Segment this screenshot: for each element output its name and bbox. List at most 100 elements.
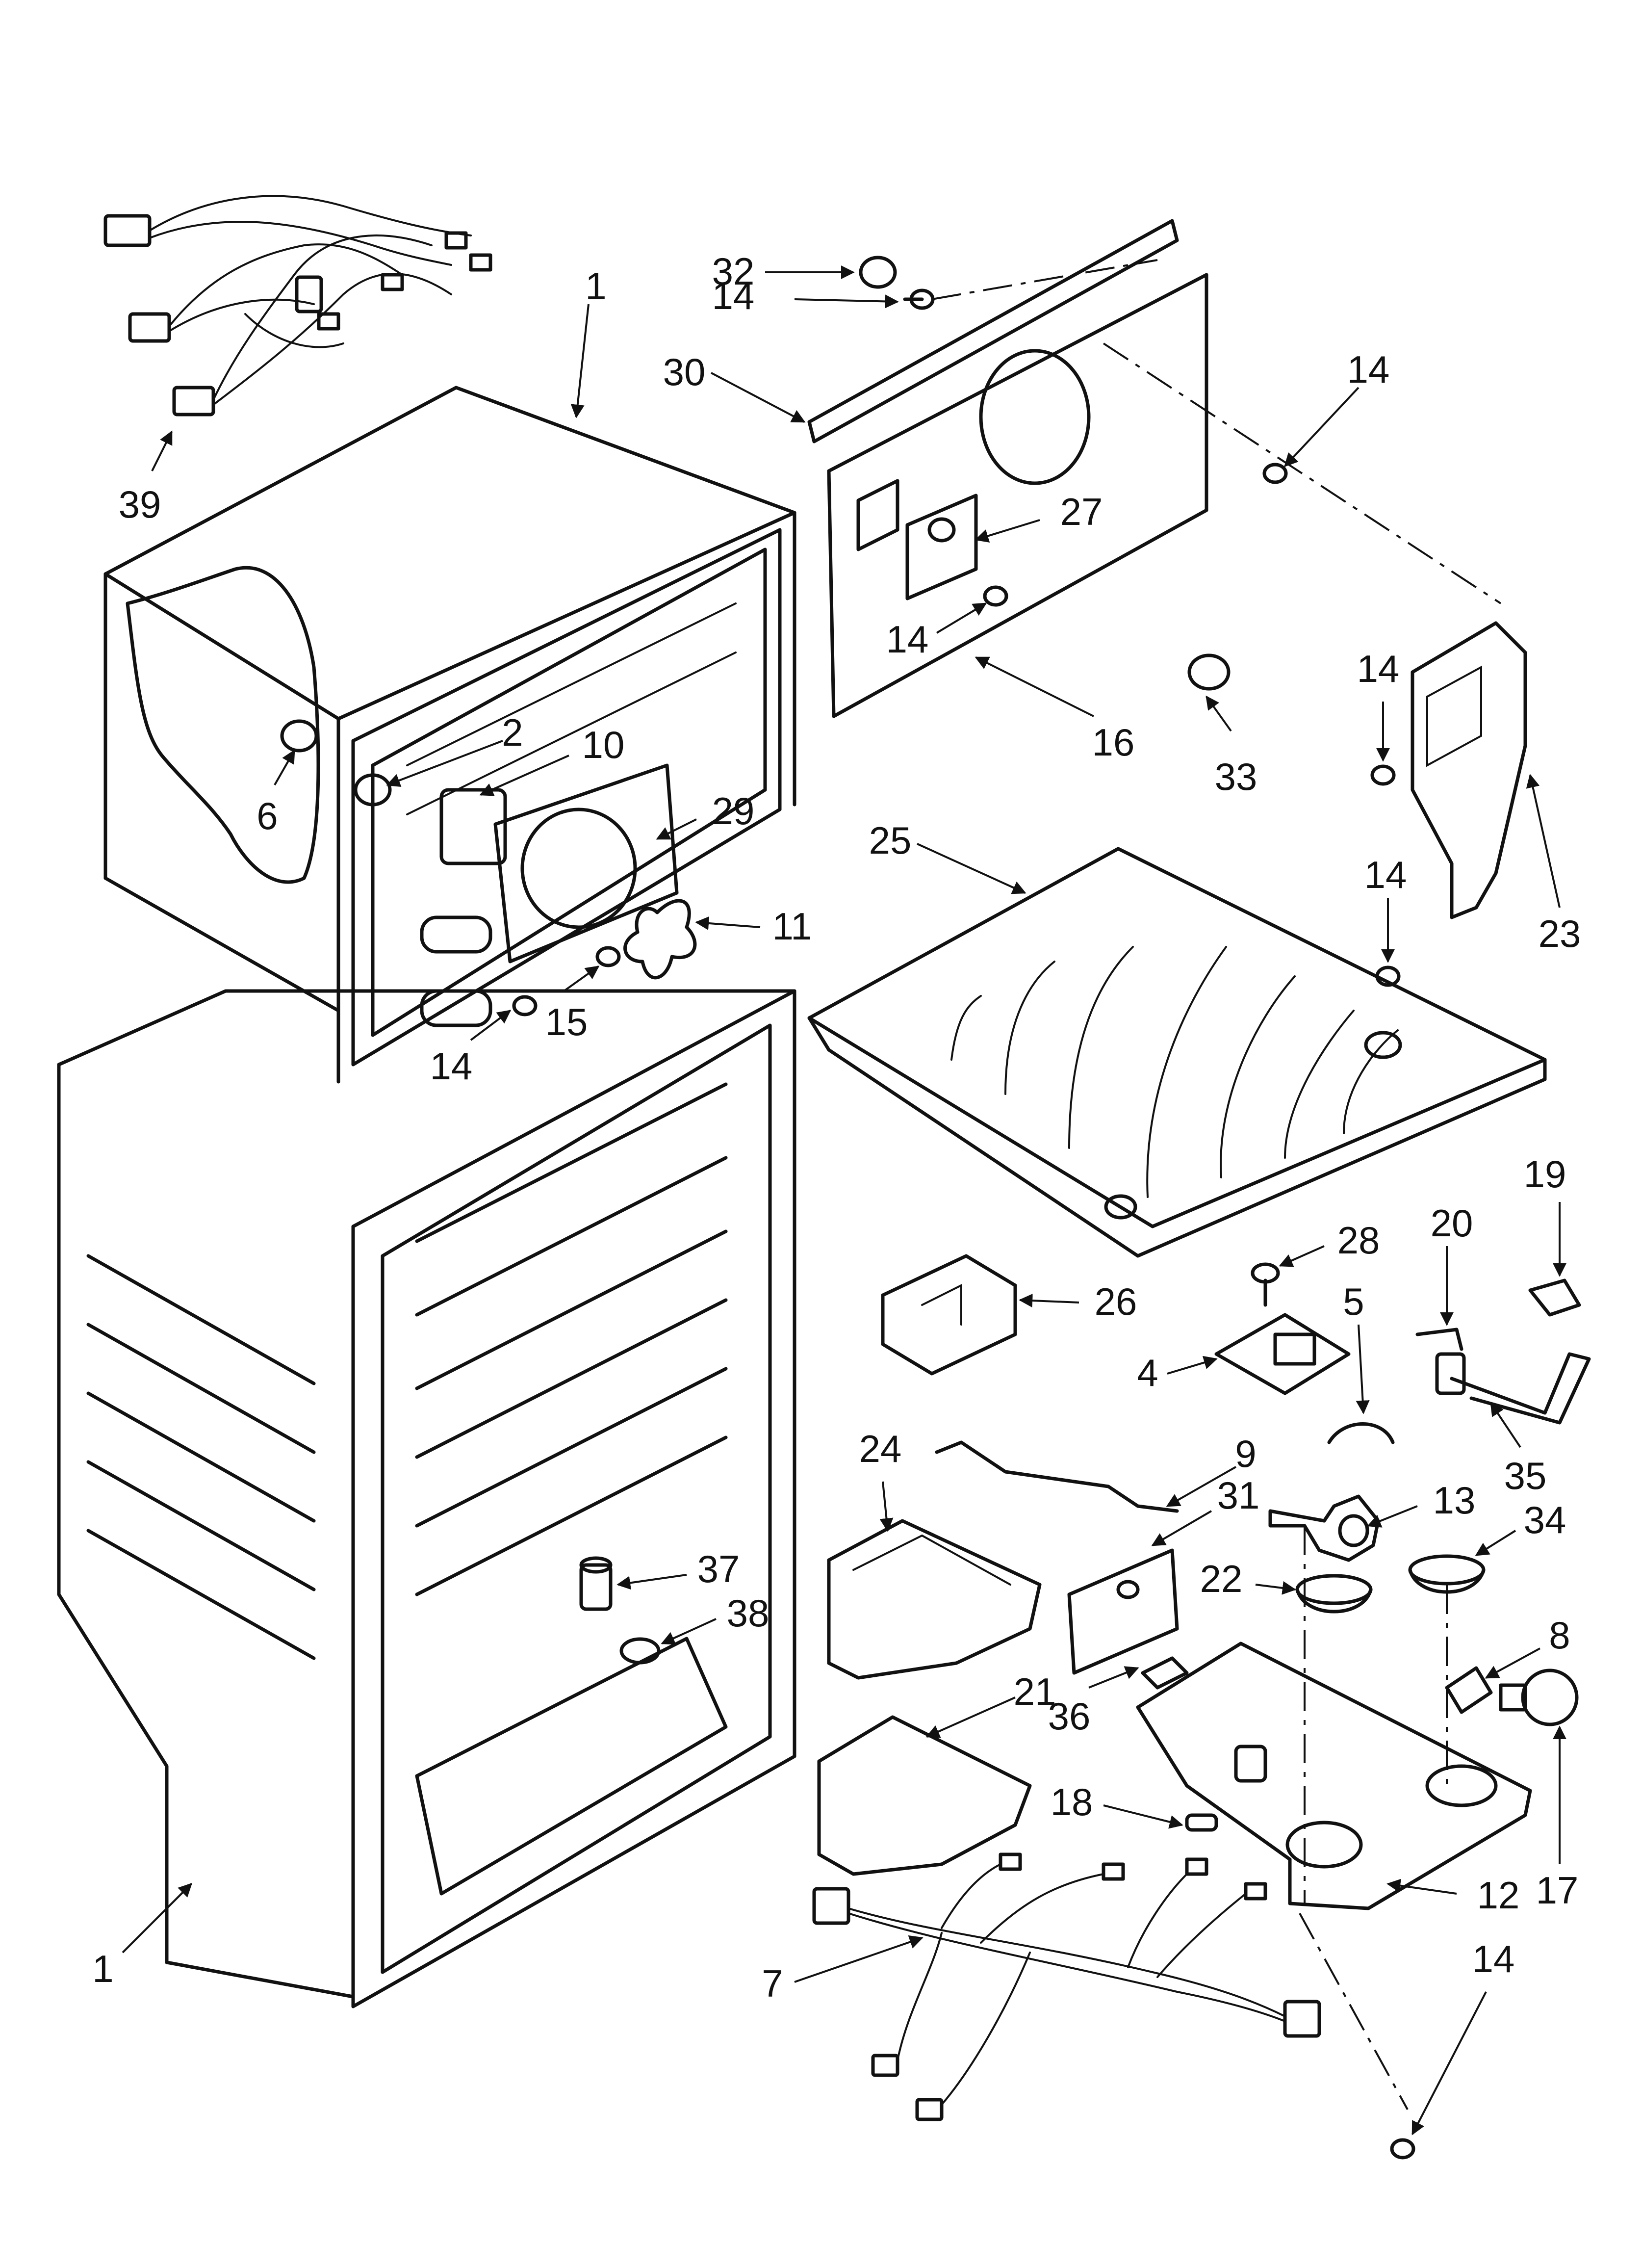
mounting-plate (1067, 1548, 1179, 1675)
callout-32: 32 (712, 250, 855, 293)
screw (1370, 764, 1396, 786)
callout-11: 11 (695, 905, 812, 948)
callout-14-rear-panel: 14 (886, 602, 987, 661)
svg-text:23: 23 (1539, 912, 1581, 955)
svg-text:25: 25 (869, 819, 912, 862)
svg-text:36: 36 (1048, 1694, 1091, 1738)
grommet (619, 1637, 661, 1665)
mounting-rail (807, 219, 1179, 443)
svg-text:34: 34 (1524, 1498, 1566, 1541)
svg-text:21: 21 (1014, 1670, 1056, 1713)
svg-text:33: 33 (1215, 755, 1257, 798)
screw (1375, 965, 1401, 987)
fresh-food-liner (57, 989, 796, 2008)
callout-14-top: 14 (712, 274, 899, 317)
callout-25: 25 (869, 819, 1026, 894)
callout-14-freezer: 14 (430, 1010, 512, 1088)
callout-5: 5 (1343, 1280, 1370, 1414)
svg-text:32: 32 (712, 250, 755, 293)
svg-text:5: 5 (1343, 1280, 1364, 1323)
svg-text:16: 16 (1092, 721, 1135, 764)
screw (512, 995, 538, 1017)
callout-18: 18 (1051, 1780, 1183, 1829)
callout-39: 39 (119, 430, 173, 526)
callout-10: 10 (479, 723, 624, 796)
svg-text:12: 12 (1477, 1874, 1520, 1917)
callout-14-bottom: 14 (1411, 1937, 1514, 2136)
light-socket (1445, 1666, 1493, 1714)
air-duct (1411, 621, 1527, 919)
air-duct-lower (817, 1715, 1032, 1876)
callout-35: 35 (1490, 1402, 1546, 1497)
control-board (1214, 1313, 1351, 1395)
damper-cylinder (579, 1556, 613, 1611)
svg-text:14: 14 (430, 1044, 473, 1088)
evaporator-fan-motor (420, 788, 507, 1027)
svg-text:14: 14 (1347, 348, 1390, 391)
callout-28: 28 (1279, 1219, 1380, 1267)
heater (935, 1440, 1179, 1513)
callout-2: 2 (386, 711, 523, 787)
callout-14-shelf: 14 (1364, 853, 1407, 963)
callout-38: 38 (661, 1591, 769, 1645)
svg-text:8: 8 (1549, 1614, 1570, 1657)
board-screw (1251, 1262, 1280, 1307)
callout-1-upper: 1 (570, 264, 607, 418)
fuse (1185, 1813, 1218, 1832)
callout-29: 29 (656, 789, 755, 840)
motor-bushing (354, 773, 392, 807)
svg-text:27: 27 (1060, 490, 1103, 533)
callout-7: 7 (762, 1935, 924, 2005)
callout-36: 36 (1048, 1666, 1139, 1738)
svg-text:1: 1 (585, 264, 606, 308)
svg-text:6: 6 (257, 794, 278, 837)
callout-12: 12 (1386, 1874, 1520, 1917)
svg-text:39: 39 (119, 483, 161, 526)
fan-blade (623, 899, 697, 980)
callout-14-rear-right: 14 (1284, 348, 1390, 468)
callout-16: 16 (975, 656, 1135, 764)
freezer-liner (103, 386, 796, 1084)
air-diffuser (827, 1519, 1042, 1680)
fan-motor-bracket (493, 763, 679, 964)
callout-30: 30 (663, 350, 806, 423)
svg-text:15: 15 (545, 1000, 588, 1043)
svg-text:2: 2 (502, 711, 523, 754)
callout-14-duct: 14 (1357, 647, 1400, 762)
assembly-lines (931, 259, 1502, 2110)
svg-text:37: 37 (697, 1547, 740, 1590)
control-housing (881, 1254, 1017, 1376)
callout-6: 6 (257, 749, 295, 837)
callout-27: 27 (975, 490, 1103, 543)
callout-19: 19 (1524, 1152, 1566, 1277)
spacer (859, 256, 897, 289)
svg-text:7: 7 (762, 1962, 783, 2005)
svg-text:14: 14 (1357, 647, 1400, 690)
callout-23: 23 (1526, 774, 1581, 955)
callout-13: 13 (1367, 1479, 1476, 1528)
callout-22: 22 (1200, 1557, 1296, 1600)
svg-text:19: 19 (1524, 1152, 1566, 1196)
screw (595, 946, 621, 967)
svg-text:17: 17 (1536, 1869, 1579, 1912)
svg-text:29: 29 (712, 789, 755, 833)
screw (1262, 463, 1288, 484)
svg-text:14: 14 (886, 618, 929, 661)
light-bulb (1499, 1668, 1579, 1726)
svg-text:13: 13 (1433, 1479, 1476, 1522)
clip (1327, 1422, 1395, 1444)
callout-31: 31 (1151, 1474, 1259, 1546)
svg-text:18: 18 (1051, 1780, 1093, 1824)
callout-1-lower: 1 (92, 1883, 192, 1990)
svg-text:1: 1 (92, 1947, 113, 1990)
lower-wire-harness (812, 1852, 1321, 2121)
svg-text:4: 4 (1137, 1351, 1158, 1394)
upper-wire-harness (103, 195, 492, 417)
switch-actuator (1528, 1278, 1581, 1317)
screw (903, 288, 935, 310)
plug (280, 719, 318, 753)
callout-34: 34 (1475, 1498, 1566, 1556)
damper-bowl (1295, 1574, 1373, 1614)
svg-text:9: 9 (1235, 1432, 1256, 1475)
